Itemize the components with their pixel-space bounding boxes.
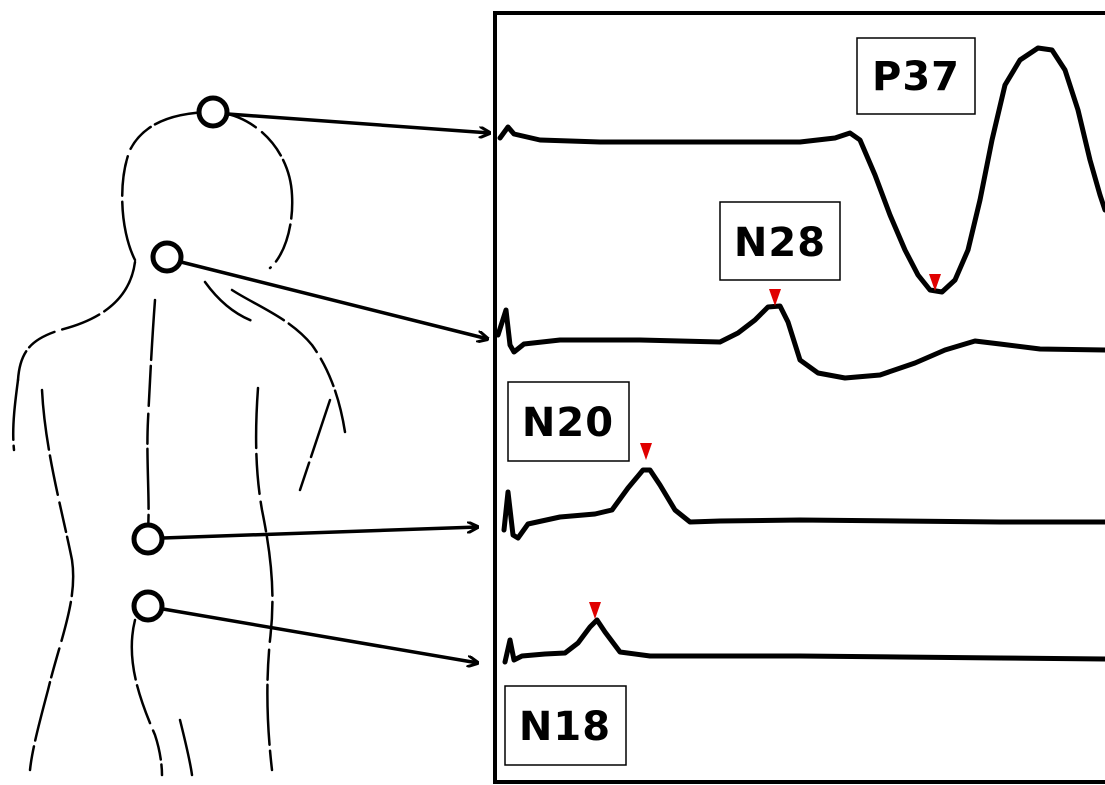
arrow-scalp <box>227 112 490 133</box>
peak-label-p37: P37 <box>872 54 960 100</box>
recording-panel <box>493 11 1105 784</box>
body-outline <box>11 110 347 777</box>
peak-marker-n20 <box>640 443 652 460</box>
electrode-neck <box>150 240 184 274</box>
peak-markers <box>589 274 941 619</box>
label-box-n28: N28 <box>719 201 841 281</box>
arrow-sacral <box>162 607 478 663</box>
leg-line <box>178 718 194 777</box>
right-arm-inner <box>298 398 332 492</box>
left-torso <box>28 388 75 772</box>
collar-line <box>203 280 257 324</box>
right-neck-shoulder <box>230 288 347 434</box>
buttock-line <box>130 618 164 777</box>
neck-waveform <box>495 303 1105 381</box>
peak-label-n28: N28 <box>734 220 826 266</box>
waveforms <box>495 45 1105 665</box>
lumbar-waveform <box>501 467 1105 541</box>
peak-marker-n28 <box>769 289 781 306</box>
peak-labels: P37 N28 N20 N18 <box>504 37 976 766</box>
peak-marker-n18 <box>589 602 601 619</box>
peak-marker-p37 <box>929 274 941 291</box>
peak-label-n20: N20 <box>522 400 614 446</box>
connector-arrows <box>162 112 490 663</box>
peak-label-n18: N18 <box>519 704 611 750</box>
panel-frame <box>493 11 1105 784</box>
electrodes <box>131 95 230 623</box>
scalp-waveform <box>497 45 1105 295</box>
electrode-sacral <box>131 589 165 623</box>
electrode-lumbar <box>131 522 165 556</box>
label-box-n20: N20 <box>507 381 630 462</box>
arrow-neck <box>180 260 488 339</box>
arrow-lumbar <box>162 527 478 540</box>
head-outline <box>120 110 294 270</box>
label-box-n18: N18 <box>504 685 627 766</box>
left-neck-shoulder <box>16 260 137 382</box>
electrode-scalp <box>196 95 230 129</box>
label-box-p37: P37 <box>856 37 976 115</box>
right-torso <box>254 386 274 772</box>
sacral-waveform <box>502 617 1105 665</box>
spine-line <box>146 298 157 532</box>
left-arm <box>11 378 20 452</box>
